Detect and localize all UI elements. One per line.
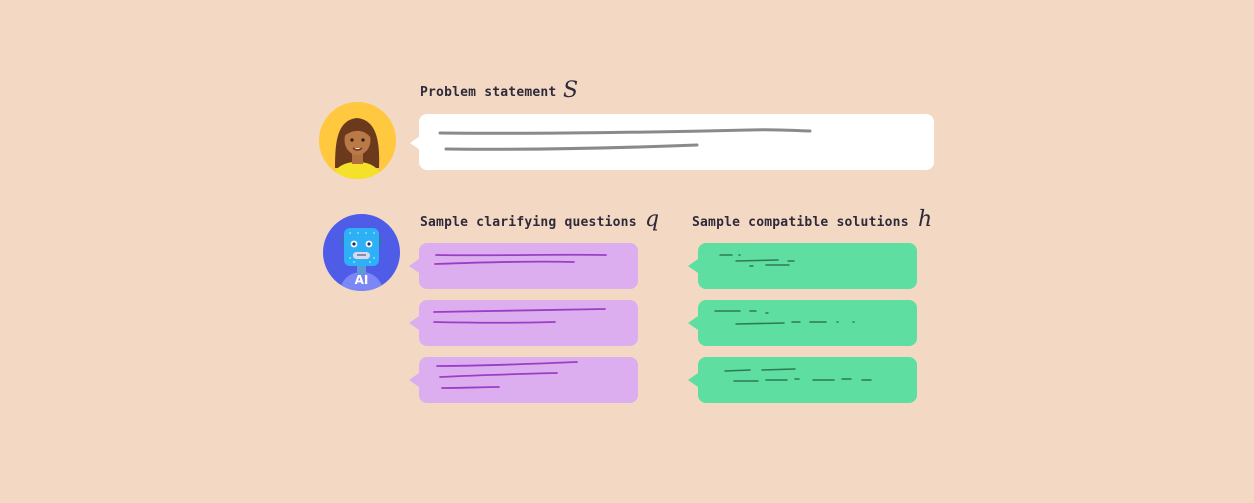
bubble-tail <box>688 259 698 273</box>
woman-avatar-icon <box>319 102 396 179</box>
questions-symbol: q <box>645 207 660 232</box>
solution-bubble <box>688 243 917 289</box>
scribble-text <box>714 310 855 325</box>
scribble-text <box>434 253 607 265</box>
robot-avatar-icon <box>323 214 400 291</box>
question-bubble <box>409 243 638 289</box>
bubble-tail <box>688 373 698 387</box>
problem-statement-bubble <box>410 114 934 170</box>
bubble-tail <box>409 316 419 330</box>
human-avatar <box>319 102 396 179</box>
ai-avatar: AI <box>323 214 400 291</box>
scribble-text <box>724 368 872 382</box>
compatible-solutions-heading: Sample compatible solutions <box>692 215 909 230</box>
clarifying-questions-heading: Sample clarifying questions <box>420 215 637 230</box>
question-bubble <box>409 300 638 346</box>
problem-statement-heading: Problem statement <box>420 85 557 100</box>
question-bubble <box>409 357 638 403</box>
solution-bubble <box>688 357 917 403</box>
scribble-text <box>438 128 812 151</box>
bubble-tail <box>409 373 419 387</box>
solution-bubble <box>688 300 917 346</box>
ai-label: AI <box>354 273 369 287</box>
bubble-tail <box>409 259 419 273</box>
bubble-tail <box>410 136 420 150</box>
problem-symbol: S <box>563 78 579 103</box>
scribble-text <box>719 254 795 267</box>
bubble-tail <box>688 316 698 330</box>
scribble-text <box>436 361 578 389</box>
scribble-text <box>433 308 606 324</box>
solutions-symbol: h <box>918 207 933 232</box>
